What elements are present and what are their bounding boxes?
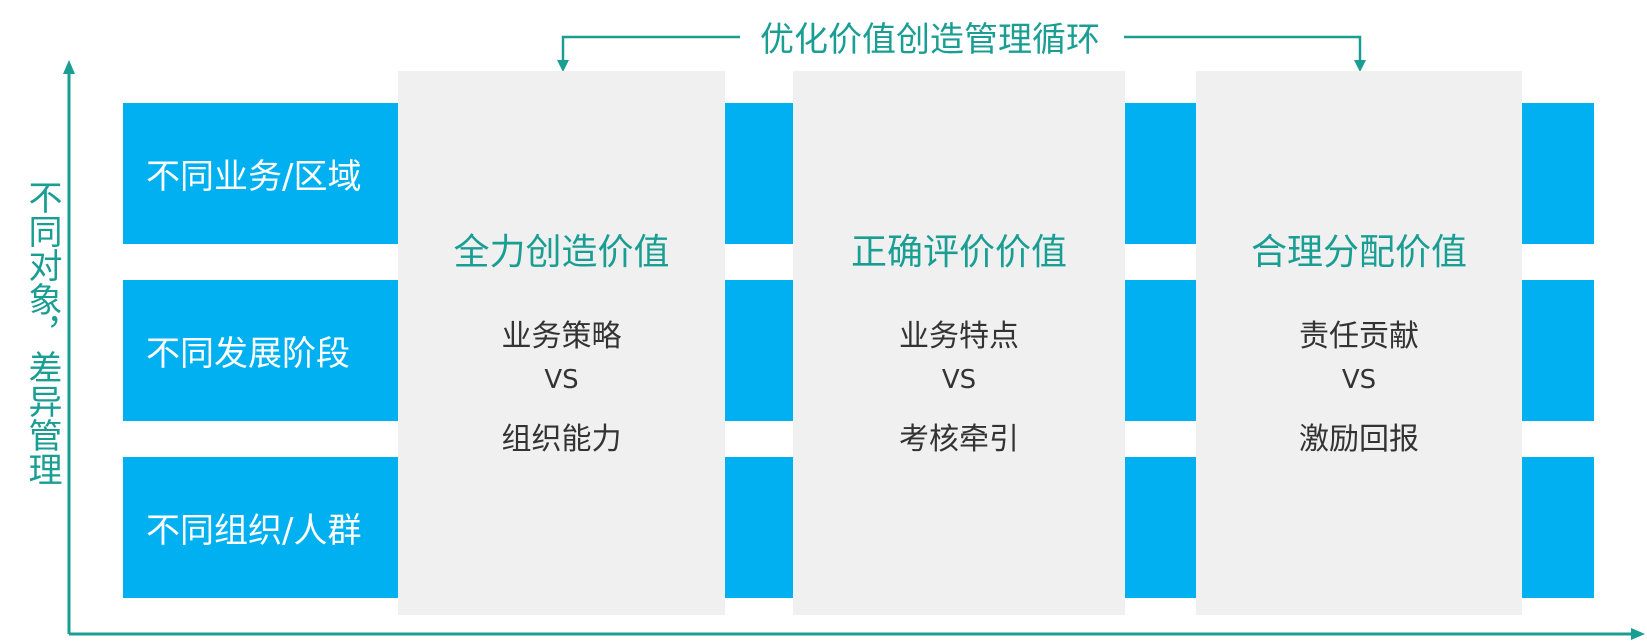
y-axis-label: 不同对象，差异管理: [22, 180, 62, 486]
cycle-connector-left: [561, 35, 745, 64]
panel-line-1: 责任贡献: [1299, 319, 1419, 354]
row-label-stage: 不同发展阶段: [146, 334, 350, 374]
x-axis-arrow-icon: [1631, 628, 1645, 640]
row-label-business: 不同业务/区域: [146, 157, 362, 197]
panel-line-1: 业务策略: [501, 319, 622, 354]
panel-vs: VS: [1341, 365, 1377, 395]
panel-vs: VS: [941, 365, 977, 395]
panel-title: 合理分配价值: [1250, 232, 1467, 273]
panel-line-2: 激励回报: [1299, 422, 1419, 457]
cycle-arrow-right-icon: [1354, 60, 1366, 72]
panel-title: 全力创造价值: [453, 232, 670, 273]
panel-evaluate-value: 正确评价价值 业务特点 VS 考核牵引: [793, 71, 1125, 615]
cycle-title: 优化价值创造管理循环: [740, 12, 1120, 61]
panel-line-2: 考核牵引: [899, 422, 1019, 457]
row-label-organization: 不同组织/人群: [146, 511, 362, 551]
panel-title: 正确评价价值: [850, 232, 1067, 273]
panel-line-2: 组织能力: [501, 422, 622, 457]
panel-line-1: 业务特点: [899, 319, 1019, 354]
panel-create-value: 全力创造价值 业务策略 VS 组织能力: [398, 71, 725, 615]
cycle-arrow-left-icon: [557, 60, 569, 72]
panel-vs: VS: [544, 365, 579, 395]
cycle-connector-right: [1124, 35, 1362, 64]
y-axis-arrow-icon: [63, 60, 75, 74]
panel-distribute-value: 合理分配价值 责任贡献 VS 激励回报: [1196, 71, 1522, 615]
